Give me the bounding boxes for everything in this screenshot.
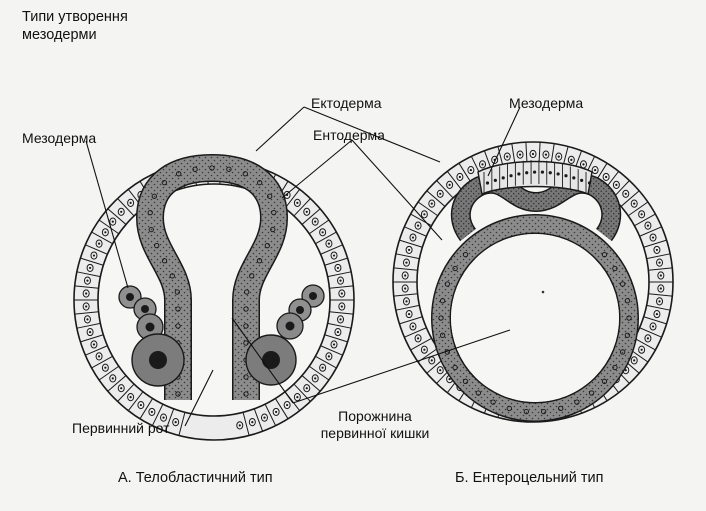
left-mesoderm-cells-left <box>118 285 185 387</box>
right-endoderm-ring <box>431 173 639 422</box>
right-embryo <box>392 141 674 423</box>
label-ectoderm: Ектодерма <box>311 95 382 111</box>
label-mesoderm-left: Мезодерма <box>22 130 97 146</box>
label-endoderm: Ентодерма <box>313 127 385 143</box>
label-primary-mouth: Первинний рот <box>72 420 170 436</box>
label-gut-cavity: Порожнина первинної кишки <box>300 408 450 442</box>
label-mesoderm-right: Мезодерма <box>509 95 584 111</box>
caption-left: А. Телобластичний тип <box>118 470 273 486</box>
leader-lines <box>85 106 521 427</box>
left-endoderm-tube <box>136 154 288 400</box>
left-mesoderm-cells-right <box>245 284 325 386</box>
caption-right: Б. Ентероцельний тип <box>455 470 604 486</box>
label-gut-cavity-line-2: первинної кишки <box>320 425 430 441</box>
right-mesoderm-band <box>477 160 593 195</box>
left-embryo <box>73 154 355 441</box>
heading-line-2: мезодерми <box>22 27 97 43</box>
label-gut-cavity-line-1: Порожнина <box>338 408 412 424</box>
heading-line-1: Типи утворення <box>22 9 128 25</box>
